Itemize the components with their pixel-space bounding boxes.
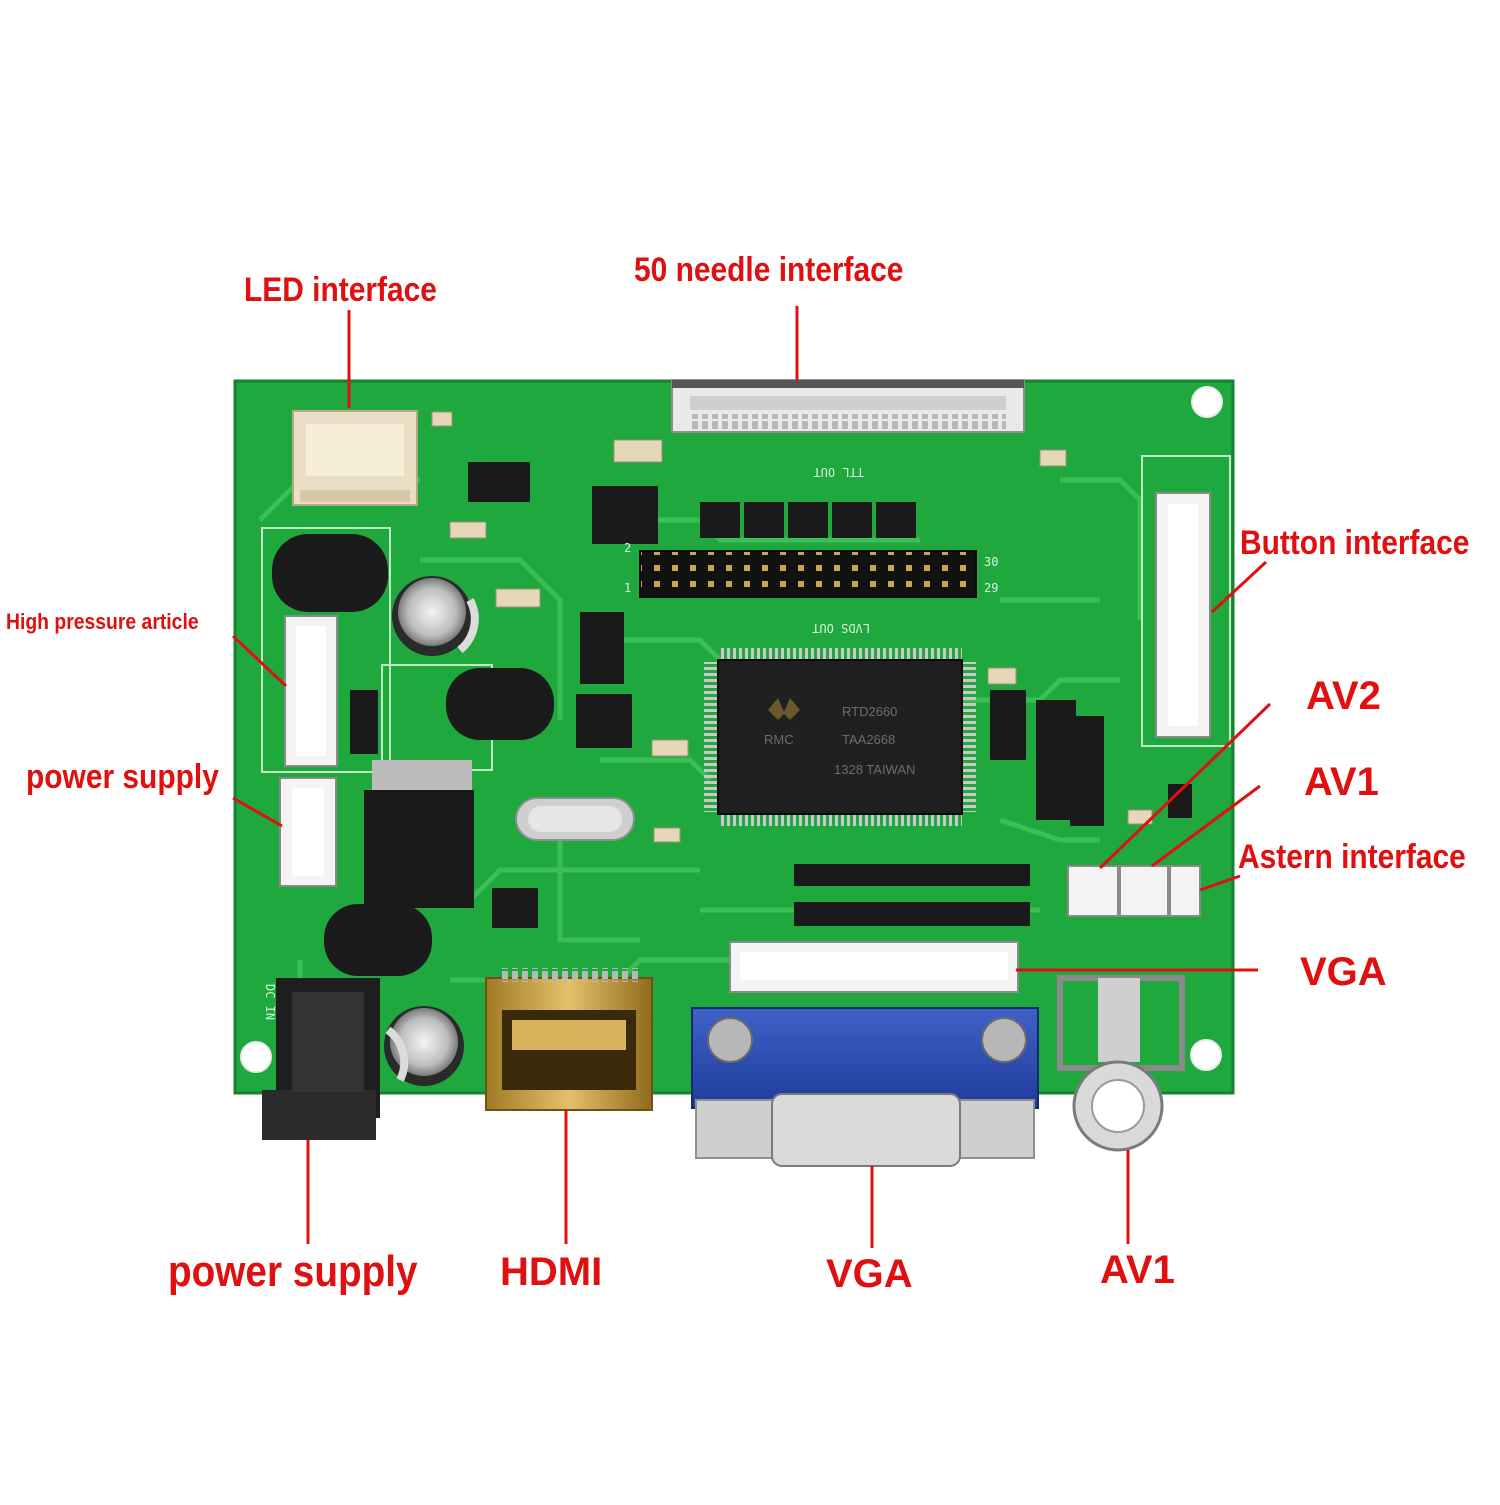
lvds-out-silk: LVDS OUT xyxy=(812,621,870,635)
leader-av2 xyxy=(1098,702,1272,870)
label-av1-bottom: AV1 xyxy=(1100,1248,1175,1292)
dc-in-silk: DC IN xyxy=(263,984,277,1020)
chip-line-1: RTD2660 xyxy=(842,704,897,719)
label-av2: AV2 xyxy=(1306,674,1381,718)
chip-logo-text: RMC xyxy=(764,732,794,747)
led-connector xyxy=(292,410,418,506)
label-button-interface: Button interface xyxy=(1240,524,1470,562)
chip-line-2: TAA2668 xyxy=(842,732,895,747)
label-vga-right: VGA xyxy=(1300,950,1387,994)
label-50-needle-interface: 50 needle interface xyxy=(634,251,904,289)
passive-components xyxy=(272,411,1192,1086)
pin-2-silk: 2 xyxy=(624,541,631,555)
pin-header-30 xyxy=(639,550,977,598)
chip-logo-icon xyxy=(768,698,800,720)
leader-power-left xyxy=(232,796,283,828)
leader-astern xyxy=(1199,874,1241,892)
power-supply-connector-left xyxy=(279,777,337,887)
label-av1-right: AV1 xyxy=(1304,760,1379,804)
label-astern-interface: Astern interface xyxy=(1238,838,1466,876)
leader-av1-right xyxy=(1151,784,1261,868)
pin-30-silk: 30 xyxy=(984,555,998,569)
label-power-supply-left: power supply xyxy=(26,758,219,796)
leader-high-pressure xyxy=(231,634,288,688)
chip-line-3: 1328 TAIWAN xyxy=(834,762,915,777)
dc-jack xyxy=(262,978,380,1140)
pin-1-silk: 1 xyxy=(624,581,631,595)
fpc-50pin-connector xyxy=(671,379,1025,433)
label-hdmi: HDMI xyxy=(500,1250,603,1294)
vga-port xyxy=(691,1007,1039,1167)
pin-29-silk: 29 xyxy=(984,581,998,595)
high-pressure-connector xyxy=(284,615,338,767)
label-high-pressure-article: High pressure article xyxy=(6,609,199,634)
leader-button xyxy=(1210,560,1268,614)
av-connectors xyxy=(1067,865,1201,917)
label-vga-bottom: VGA xyxy=(826,1252,913,1296)
label-led-interface: LED interface xyxy=(244,271,437,309)
rca-av1-jack xyxy=(1057,975,1185,1152)
button-connector xyxy=(1155,492,1211,738)
main-controller-chip xyxy=(704,648,976,826)
hdmi-port xyxy=(485,968,653,1111)
label-power-supply-bottom: power supply xyxy=(168,1247,418,1296)
ttl-out-silk: TTL OUT xyxy=(813,465,864,479)
leader-lines xyxy=(231,306,1272,1248)
vga-pin-connector xyxy=(729,941,1019,993)
